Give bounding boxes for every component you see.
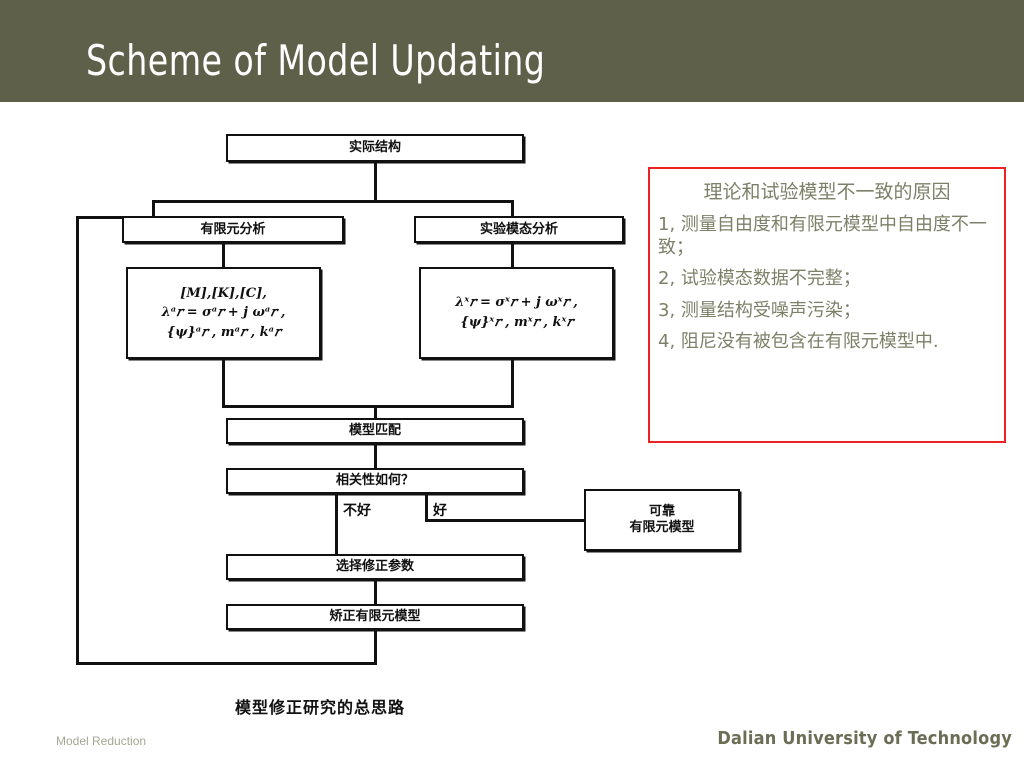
flow-box-fe-analysis: 有限元分析: [122, 216, 344, 243]
note-title: 理论和试验模型不一致的原因: [703, 181, 951, 203]
flow-box-select-update-params: 选择修正参数: [226, 554, 524, 580]
flow-box-fe-math: [M],[K],[C], λᵃ𝑟 = σᵃ𝑟 + j ωᵃ𝑟 , {ψ}ᵃ𝑟 ,…: [126, 267, 321, 359]
connector-branch-bad: [335, 494, 338, 556]
flow-box-label: 相关性如何？: [335, 473, 414, 489]
footer-section-label: Model Reduction: [56, 734, 147, 748]
title-bar: [0, 0, 1024, 102]
connector-exp-math-down: [511, 359, 514, 407]
fe-math-line-3: {ψ}ᵃ𝑟 , mᵃ𝑟 , kᵃ𝑟: [166, 324, 281, 340]
note-item: 4, 阻尼没有被包含在有限元模型中.: [658, 331, 939, 352]
flow-box-corrected-fe-model: 矫正有限元模型: [226, 604, 524, 630]
edge-label-bad: 不好: [343, 503, 371, 519]
connector-merge-bar: [222, 405, 514, 408]
exp-math-line-2: {ψ}ˣ𝑟 , mˣ𝑟 , kˣ𝑟: [460, 315, 573, 330]
connector-fe-to-math: [222, 243, 225, 267]
flow-box-label: 实际结构: [348, 140, 401, 156]
reliable-model-line-1: 可靠: [648, 504, 675, 520]
connector-matching-to-correlation: [374, 444, 377, 468]
connector-params-to-corrected: [374, 580, 377, 604]
connector-feedback-left: [76, 216, 79, 665]
fe-math-line-1: [M],[K],[C],: [180, 285, 267, 301]
connector-exp-to-math: [511, 243, 514, 267]
flow-box-label: 选择修正参数: [335, 559, 414, 575]
connector-fe-math-down: [222, 359, 225, 407]
connector-feedback-bottom: [76, 662, 377, 665]
connector-split-to-exp: [511, 200, 514, 218]
reasons-note-box: 理论和试验模型不一致的原因 1, 测量自由度和有限元模型中自由度不一致； 2, …: [648, 167, 1006, 443]
flow-box-label: 矫正有限元模型: [329, 609, 421, 625]
flow-box-label: 有限元分析: [200, 221, 266, 237]
flow-box-label: 模型匹配: [348, 423, 401, 439]
edge-label-good: 好: [433, 503, 447, 519]
flow-box-experimental-modal-analysis: 实验模态分析: [414, 216, 624, 243]
flow-box-label: 实验模态分析: [479, 221, 558, 237]
footer-organization: Dalian University of Technology: [717, 728, 1012, 749]
exp-math-line-1: λˣ𝑟 = σˣ𝑟 + j ωˣ𝑟 ,: [455, 295, 578, 311]
fe-math-line-2: λᵃ𝑟 = σᵃ𝑟 + j ωᵃ𝑟 ,: [161, 305, 286, 321]
diagram-caption: 模型修正研究的总思路: [234, 698, 405, 717]
connector-branch-good: [425, 494, 428, 522]
connector-split-bar: [152, 200, 514, 203]
flow-box-actual-structure: 实际结构: [226, 134, 524, 162]
flow-box-model-matching: 模型匹配: [226, 418, 524, 444]
flow-box-correlation-question: 相关性如何？: [226, 468, 524, 494]
note-item: 3, 测量结构受噪声污染；: [658, 299, 861, 321]
note-item: 2, 试验模态数据不完整；: [658, 268, 861, 289]
connector-feedback-into-fe: [76, 216, 124, 219]
page-title: Scheme of Model Updating: [86, 36, 546, 85]
reliable-model-line-2: 有限元模型: [629, 520, 695, 535]
connector-split-to-fe: [152, 200, 155, 218]
flowchart-diagram: 实际结构 有限元分析 实验模态分析 [M],[K],[C], λᵃ𝑟 = σᵃ𝑟…: [0, 102, 740, 742]
connector-feedback-down: [374, 630, 377, 665]
connector-merge-to-matching: [374, 405, 377, 418]
connector-good-to-reliable: [425, 519, 584, 522]
flow-box-reliable-fe-model: 可靠 有限元模型: [584, 489, 740, 551]
note-item: 1, 测量自由度和有限元模型中自由度不一致；: [658, 214, 987, 258]
connector-actual-to-split: [374, 162, 377, 202]
flow-box-exp-math: λˣ𝑟 = σˣ𝑟 + j ωˣ𝑟 , {ψ}ˣ𝑟 , mˣ𝑟 , kˣ𝑟: [419, 267, 614, 359]
